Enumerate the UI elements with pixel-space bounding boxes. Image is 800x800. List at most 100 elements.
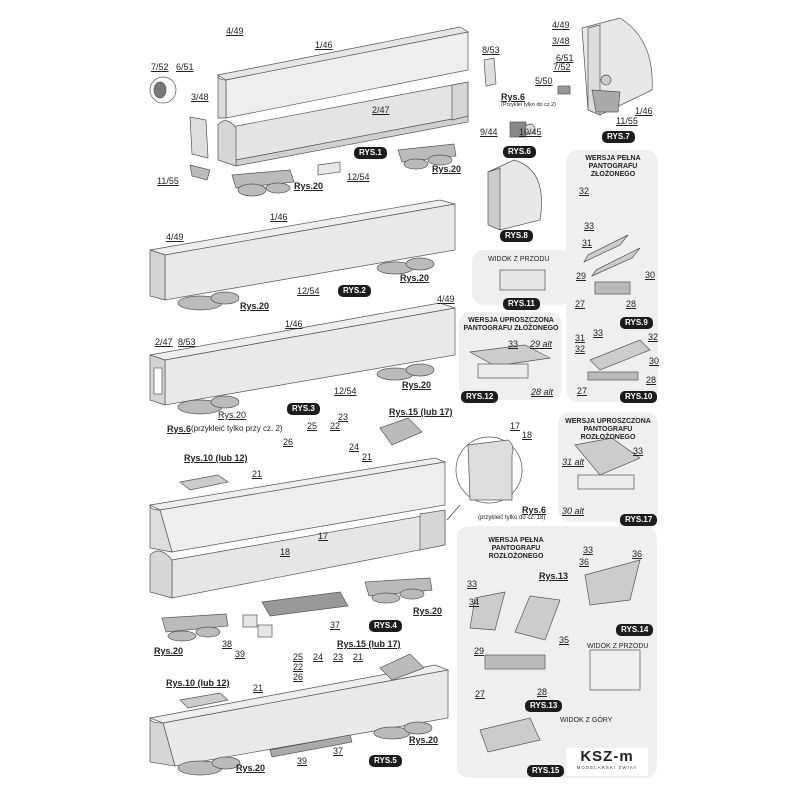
- part-39: [257, 624, 273, 638]
- label-part-17: 17: [318, 531, 329, 541]
- label-part-8-53: 8/53: [178, 337, 196, 347]
- label-part-4-49: 4/49: [166, 232, 184, 242]
- label-part-7-52: 7/52: [553, 62, 571, 72]
- badge-rys10: RYS.10: [620, 391, 658, 403]
- title-line: WERSJA PEŁNA: [585, 155, 641, 162]
- cab-rys8: [487, 159, 542, 231]
- label-part-8-53: 8/53: [482, 45, 500, 55]
- label-part-29: 29: [576, 271, 587, 281]
- part-8-53: [483, 57, 497, 87]
- ref-rys10: Rys.10 (lub 12): [166, 678, 230, 688]
- label-part-18: 18: [522, 430, 533, 440]
- title-line: WERSJA PEŁNA: [488, 537, 544, 544]
- label-part-21: 21: [253, 683, 264, 693]
- ref-rys20: Rys.20: [413, 606, 443, 616]
- ref-rys6: Rys.6: [501, 92, 526, 102]
- label-part-24: 24: [349, 442, 360, 452]
- ref-rys20: Rys.20: [294, 181, 324, 191]
- note-rys6: (przykleić tylko do cz. 18): [478, 515, 546, 521]
- label-part-18: 18: [280, 547, 291, 557]
- label-part-7-52: 7/52: [151, 62, 169, 72]
- label-part-12-54: 12/54: [297, 286, 320, 296]
- label-part-29: 29: [474, 646, 485, 656]
- label-part-29-alt: 29 alt: [530, 339, 553, 349]
- bogie-rys20: [397, 143, 457, 170]
- label-part-12-54: 12/54: [347, 172, 370, 182]
- label-part-32: 32: [648, 332, 659, 342]
- label-part-22: 22: [330, 421, 341, 431]
- label-part-33: 33: [583, 545, 594, 555]
- label-part-4-49: 4/49: [437, 294, 455, 304]
- label-part-6-51: 6/51: [556, 53, 574, 63]
- part-37: [261, 591, 349, 617]
- pantograph-rys4-right: [379, 417, 423, 446]
- bogie-rys20: [364, 577, 433, 604]
- label-part-1-46: 1/46: [635, 106, 653, 116]
- label-part-27: 27: [577, 386, 588, 396]
- title-line: PANTOGRAFU: [491, 545, 541, 552]
- label-part-27: 27: [475, 689, 486, 699]
- label-part-30: 30: [649, 356, 660, 366]
- title-line: PANTOGRAFU ZŁOŻONEGO: [463, 325, 559, 332]
- label-part-21: 21: [353, 652, 364, 662]
- label-part-35: 35: [559, 635, 570, 645]
- label-part-17: 17: [510, 421, 521, 431]
- badge-rys11: RYS.11: [503, 298, 540, 310]
- label-part-33: 33: [584, 221, 595, 231]
- cab-end-part-3-48: [189, 116, 209, 159]
- label-part-12-54: 12/54: [334, 386, 357, 396]
- roof-shell-part-1-46: [217, 26, 469, 119]
- logo-mark: KSZ-m: [580, 748, 634, 765]
- publisher-logo: KSZ-m MODELARSKI ŚWIAT: [566, 748, 648, 776]
- ref-rys20: Rys.20: [432, 164, 462, 174]
- label-part-28-alt: 28 alt: [531, 387, 554, 397]
- label-part-37: 37: [333, 746, 344, 756]
- label-part-1-46: 1/46: [270, 212, 288, 222]
- badge-rys8: RYS.8: [500, 230, 533, 242]
- badge-rys9: RYS.9: [620, 317, 653, 329]
- ref-rys20: Rys.20: [402, 380, 432, 390]
- badge-rys15: RYS.15: [527, 765, 565, 777]
- ref-rys13: Rys.13: [539, 571, 569, 581]
- badge-rys1: RYS.1: [354, 147, 387, 159]
- badge-rys4: RYS.4: [369, 620, 402, 632]
- badge-rys14: RYS.14: [616, 624, 654, 636]
- ref-rys20: Rys.20: [236, 763, 266, 773]
- label-part-26: 26: [293, 672, 304, 682]
- label-part-27: 27: [575, 299, 586, 309]
- bogie-rys20: [161, 613, 229, 642]
- title-line: ZŁOŻONEGO: [590, 171, 636, 178]
- ref-rys15: Rys.15 (lub 17): [389, 407, 453, 417]
- car-body-rys5: [148, 653, 450, 776]
- label-part-2-47: 2/47: [155, 337, 173, 347]
- label-part-1-46: 1/46: [315, 40, 333, 50]
- label-part-31: 31: [575, 333, 586, 343]
- part-11-55: [189, 164, 211, 181]
- panel-title: WERSJA UPROSZCZONA PANTOGRAFU ROZŁOŻONEG…: [560, 418, 656, 442]
- label-part-11-55: 11/55: [616, 116, 638, 126]
- label-part-28: 28: [537, 687, 548, 697]
- label-part-25: 25: [307, 421, 318, 431]
- ref-rys20: Rys.20: [218, 410, 247, 420]
- label-part-2-47: 2/47: [372, 105, 390, 115]
- label-part-4-49: 4/49: [226, 26, 244, 36]
- ref-rys15: Rys.15 (lub 17): [337, 639, 401, 649]
- label-part-33: 33: [467, 579, 478, 589]
- label-part-33: 33: [633, 446, 644, 456]
- pantograph-rys4-left: [179, 474, 229, 491]
- label-part-9-44: 9/44: [480, 127, 498, 137]
- view-top-label: WIDOK Z GÓRY: [560, 717, 613, 724]
- label-part-37: 37: [330, 620, 341, 630]
- label-part-32: 32: [575, 344, 586, 354]
- floor-tray-part-2-47: [217, 81, 469, 167]
- label-part-1-46: 1/46: [285, 319, 303, 329]
- badge-rys7: RYS.7: [602, 131, 635, 143]
- label-part-22: 22: [293, 662, 304, 672]
- ref-rys20: Rys.20: [154, 646, 184, 656]
- label-part-21: 21: [252, 469, 263, 479]
- label-part-5-50: 5/50: [535, 76, 553, 86]
- label-part-33: 33: [593, 328, 604, 338]
- panel-title: WERSJA PEŁNA PANTOGRAFU ZŁOŻONEGO: [572, 155, 654, 179]
- label-part-30: 30: [645, 270, 656, 280]
